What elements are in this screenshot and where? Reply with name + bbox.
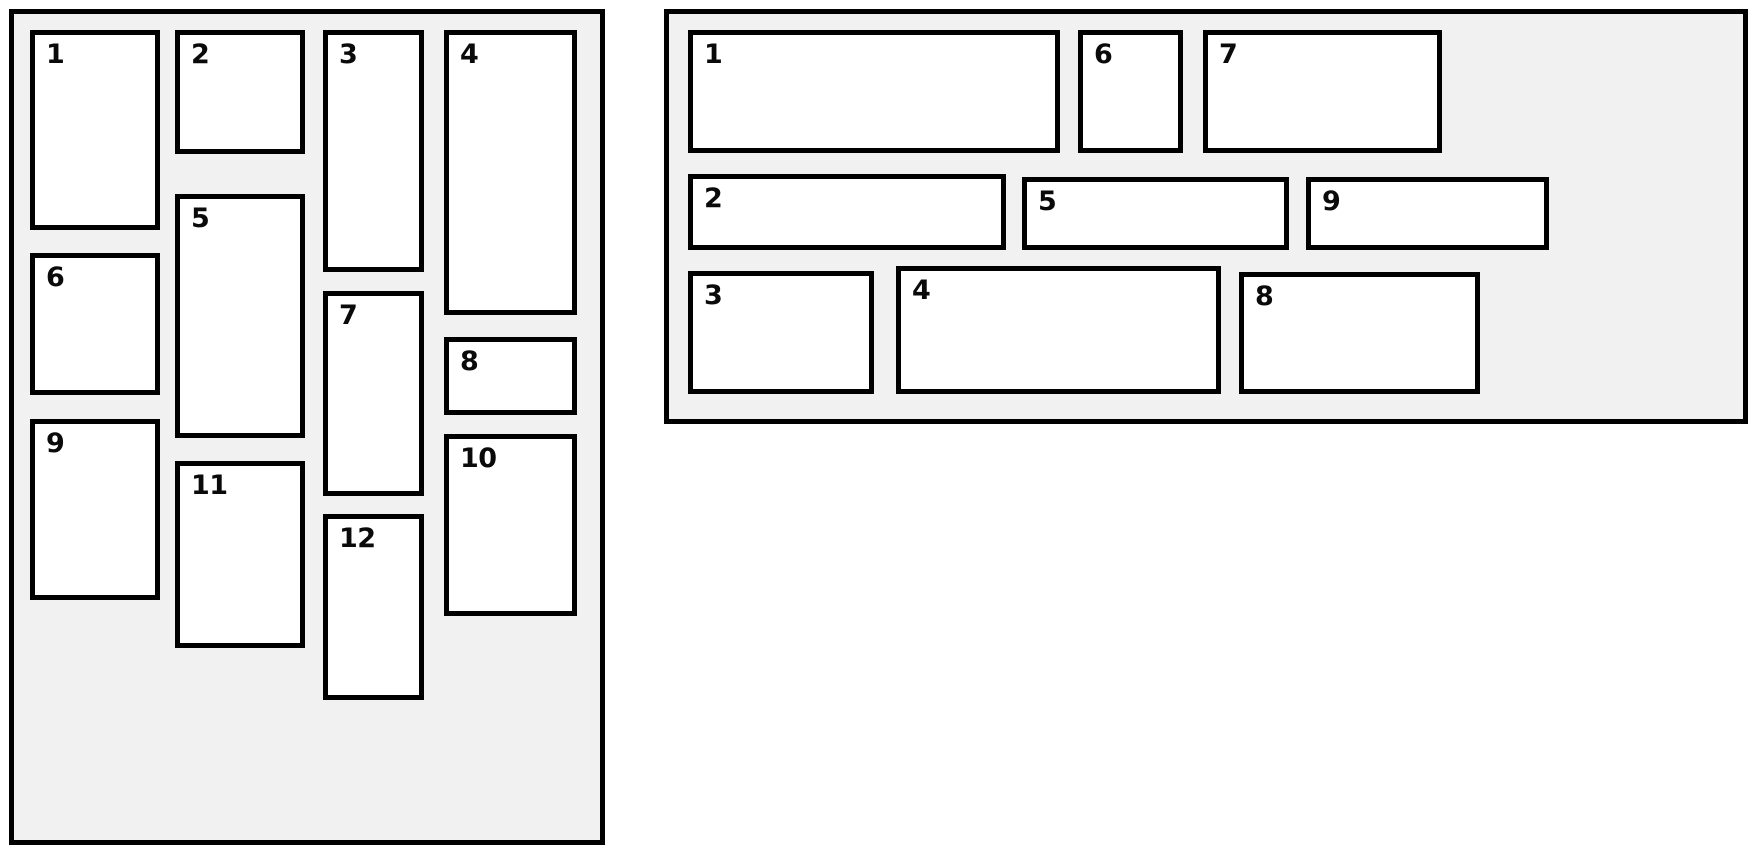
box-label: 5	[191, 203, 210, 234]
box-label: 1	[704, 39, 723, 70]
box-label: 8	[1255, 281, 1274, 312]
box-label: 7	[339, 300, 358, 331]
box-label: 4	[912, 275, 931, 306]
box-10[interactable]: 10	[444, 434, 577, 616]
box-label: 2	[191, 39, 210, 70]
box-8[interactable]: 8	[444, 337, 577, 415]
box-1[interactable]: 1	[688, 30, 1060, 153]
box-label: 10	[460, 443, 497, 474]
box-label: 9	[46, 428, 65, 459]
box-2[interactable]: 2	[175, 30, 305, 154]
box-6[interactable]: 6	[1078, 30, 1183, 153]
box-5[interactable]: 5	[1022, 177, 1289, 250]
box-1[interactable]: 1	[30, 30, 160, 230]
box-2[interactable]: 2	[688, 174, 1006, 250]
box-label: 6	[46, 262, 65, 293]
box-9[interactable]: 9	[1306, 177, 1549, 250]
box-4[interactable]: 4	[896, 266, 1221, 394]
box-12[interactable]: 12	[323, 514, 424, 700]
box-label: 8	[460, 346, 479, 377]
box-3[interactable]: 3	[688, 271, 874, 394]
box-label: 3	[339, 39, 358, 70]
box-4[interactable]: 4	[444, 30, 577, 315]
box-8[interactable]: 8	[1239, 272, 1480, 394]
box-label: 6	[1094, 39, 1113, 70]
box-7[interactable]: 7	[1203, 30, 1442, 153]
box-label: 11	[191, 470, 228, 501]
box-label: 12	[339, 523, 376, 554]
box-label: 1	[46, 39, 65, 70]
box-7[interactable]: 7	[323, 291, 424, 496]
box-6[interactable]: 6	[30, 253, 160, 395]
box-label: 3	[704, 280, 723, 311]
box-label: 4	[460, 39, 479, 70]
box-3[interactable]: 3	[323, 30, 424, 272]
box-label: 7	[1219, 39, 1238, 70]
box-9[interactable]: 9	[30, 419, 160, 600]
box-label: 5	[1038, 186, 1057, 217]
box-label: 2	[704, 183, 723, 214]
box-11[interactable]: 11	[175, 461, 305, 648]
box-5[interactable]: 5	[175, 194, 305, 438]
box-label: 9	[1322, 186, 1341, 217]
